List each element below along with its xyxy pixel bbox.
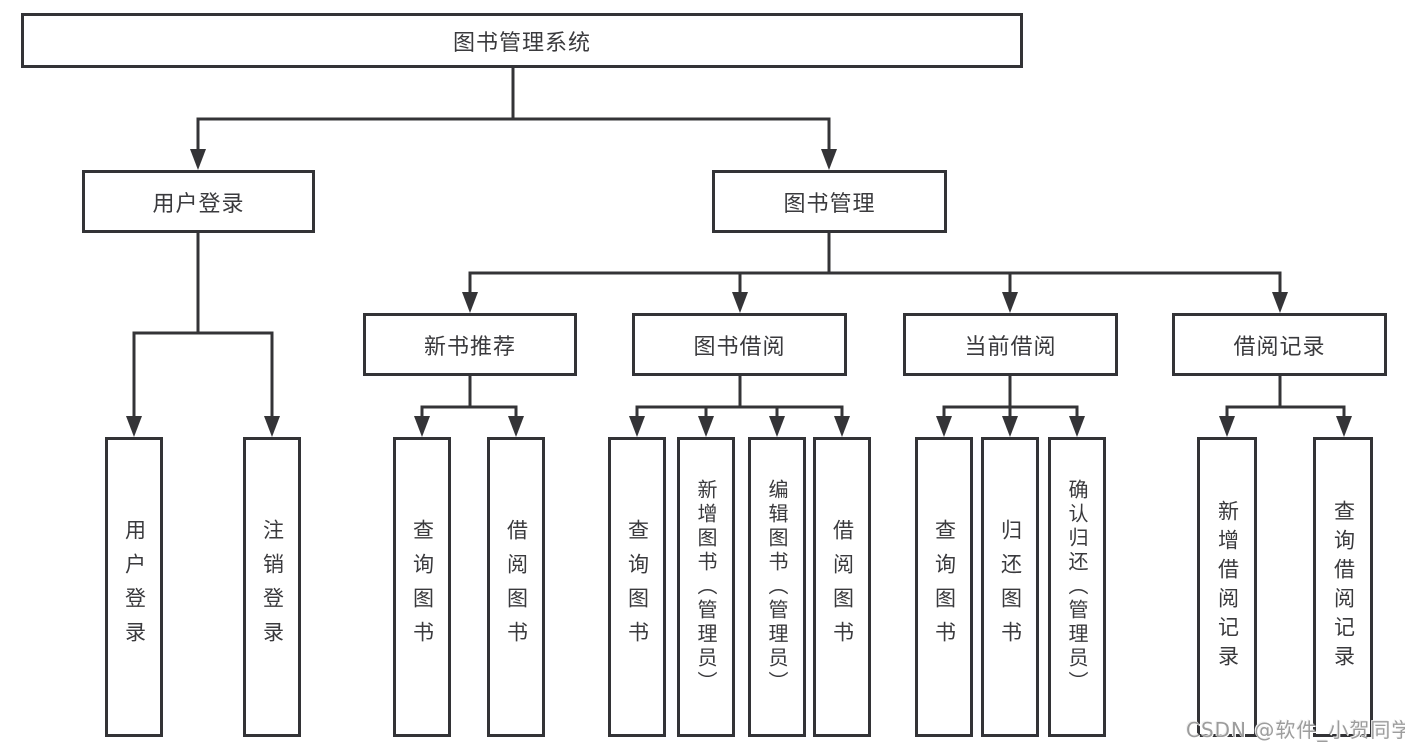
node-label: 借阅记录: [1233, 334, 1326, 360]
node-label: 新书推荐: [423, 334, 516, 360]
arrowhead: [190, 149, 206, 170]
node-label: 新增借阅记录: [1215, 500, 1240, 674]
connector: [420, 405, 518, 422]
node-book-management: 图书管理: [712, 170, 947, 233]
node-return-books: 归还图书: [981, 437, 1039, 737]
node-query-books: 查询图书: [608, 437, 666, 737]
node-label: 查询图书: [410, 519, 435, 655]
node-label: 查询图书: [932, 519, 957, 655]
node-user-login: 用户登录: [105, 437, 163, 737]
arrowhead: [414, 416, 430, 437]
connector: [635, 405, 844, 422]
node-label: 图书管理系统: [452, 30, 591, 56]
csdn-watermark: CSDN @软件_小贺同学: [1186, 718, 1405, 742]
arrowhead: [1336, 416, 1352, 437]
node-label: 确认归还（管理员）: [1065, 479, 1089, 695]
arrowhead: [1002, 416, 1018, 437]
node-borrowing-records: 借阅记录: [1172, 313, 1387, 376]
arrowhead: [834, 416, 850, 437]
node-label: 编辑图书（管理员）: [765, 479, 789, 695]
node-edit-books-admin: 编辑图书（管理员）: [748, 437, 806, 737]
node-label: 归还图书: [998, 519, 1023, 655]
node-query-borrow-record: 查询借阅记录: [1313, 437, 1373, 737]
node-label: 借阅图书: [504, 519, 529, 655]
arrowhead: [936, 416, 952, 437]
node-query-books: 查询图书: [915, 437, 973, 737]
connector: [132, 331, 274, 422]
node-logout: 注销登录: [243, 437, 301, 737]
arrowhead: [821, 149, 837, 170]
arrowhead: [1219, 416, 1235, 437]
node-library-management-system: 图书管理系统: [21, 13, 1023, 68]
node-query-books: 查询图书: [393, 437, 451, 737]
node-label: 图书管理: [783, 191, 876, 217]
node-borrow-books: 借阅图书: [487, 437, 545, 737]
node-label: 用户登录: [152, 191, 245, 217]
arrowhead: [1272, 292, 1288, 313]
node-label: 借阅图书: [830, 519, 855, 655]
arrowhead: [1069, 416, 1085, 437]
arrowhead: [1002, 292, 1018, 313]
arrowhead: [264, 416, 280, 437]
arrowhead: [508, 416, 524, 437]
arrowhead: [462, 292, 478, 313]
arrowhead: [769, 416, 785, 437]
node-add-borrow-record: 新增借阅记录: [1197, 437, 1257, 737]
node-label: 注销登录: [260, 519, 285, 655]
arrowhead: [732, 292, 748, 313]
node-label: 查询图书: [625, 519, 650, 655]
connector: [468, 271, 1282, 297]
node-book-borrowing: 图书借阅: [632, 313, 847, 376]
arrowhead: [629, 416, 645, 437]
node-borrow-books: 借阅图书: [813, 437, 871, 737]
node-label: 图书借阅: [693, 334, 786, 360]
node-label: 用户登录: [122, 519, 147, 655]
node-user-login-group: 用户登录: [82, 170, 315, 233]
node-confirm-return-admin: 确认归还（管理员）: [1048, 437, 1106, 737]
connector: [1225, 405, 1346, 422]
node-add-books-admin: 新增图书（管理员）: [677, 437, 735, 737]
arrowhead: [698, 416, 714, 437]
node-label: 查询借阅记录: [1331, 500, 1356, 674]
arrowhead: [126, 416, 142, 437]
connector: [196, 117, 831, 154]
node-current-borrowing: 当前借阅: [903, 313, 1118, 376]
node-label: 当前借阅: [964, 334, 1057, 360]
node-label: 新增图书（管理员）: [694, 479, 718, 695]
node-new-book-recommendation: 新书推荐: [363, 313, 577, 376]
